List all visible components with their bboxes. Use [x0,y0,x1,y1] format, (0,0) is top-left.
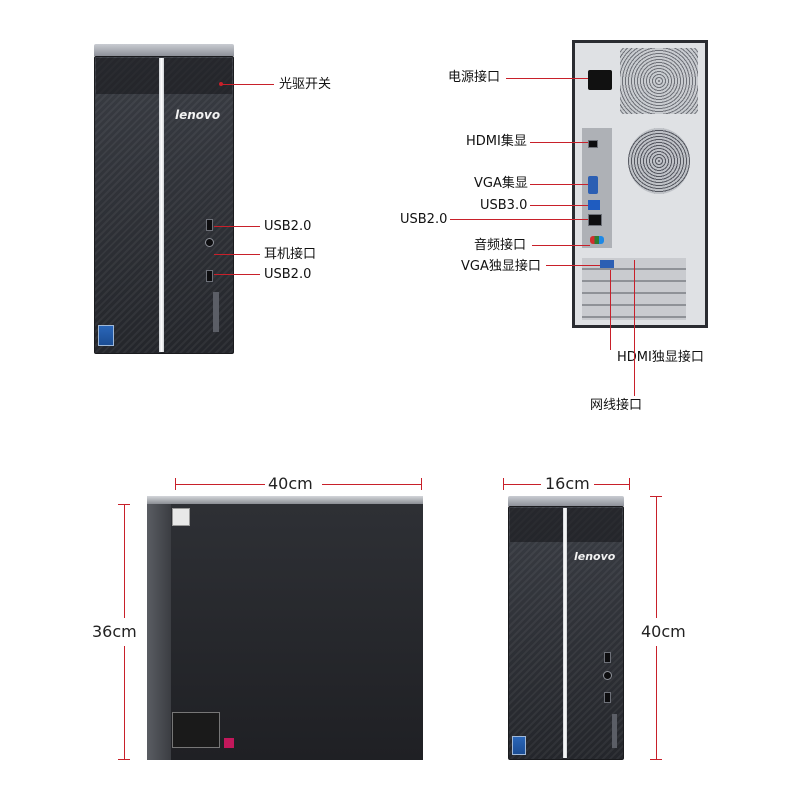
optical-switch-dot [219,82,223,86]
side-height-tick-top [118,504,130,505]
front-model-badge [213,292,219,332]
headphone-leader [214,254,260,255]
audio-port-label: 音频接口 [474,238,527,253]
usb-top-label: USB2.0 [264,219,312,234]
front2-height-label: 40cm [641,622,686,641]
power-port-label: 电源接口 [448,70,501,85]
case-fan-grille [628,128,690,194]
audio-port-leader [532,245,590,246]
front2-width-line-left [503,484,541,485]
power-port-leader [506,78,588,79]
usb-bottom-leader [214,274,260,275]
side-height-tick-bottom [118,759,130,760]
front2-usb-bottom [604,692,611,703]
hdmi-integrated-label: HDMI集显 [466,134,527,149]
headphone-port-label: 耳机接口 [264,247,317,262]
psu-fan-grille [620,48,698,114]
side-front-edge [147,504,171,760]
optical-drive-bezel [96,58,232,94]
rear-vga-port [588,176,598,194]
network-port-leader [634,260,635,396]
side-width-line-left [175,484,265,485]
front-chrome-stripe [159,58,164,352]
front2-height-tick-bottom [650,759,662,760]
side-height-label: 36cm [92,622,137,641]
front2-headphone-jack [603,671,612,680]
rear-usb2-ports [588,214,602,226]
front2-height-line-top [656,496,657,618]
side-width-label: 40cm [268,474,313,493]
front-top-strip [94,44,234,56]
side-width-line-right [322,484,422,485]
side-width-tick-left [175,478,176,490]
front-tower-body [94,56,234,354]
front-usb-port-bottom [206,270,213,282]
usb3-leader [530,205,588,206]
hdmi-discrete-leader [610,270,611,350]
vga-discrete-label: VGA独显接口 [461,259,541,274]
vga-integrated-leader [530,184,588,185]
side-info-label [172,712,220,748]
front2-width-label: 16cm [545,474,590,493]
side-rating-sticker [172,508,190,526]
vga-integrated-label: VGA集显 [474,176,528,191]
front2-brand-logo: lenovo [574,550,616,563]
hdmi-discrete-label: HDMI独显接口 [617,350,704,365]
front2-top-strip [508,496,624,506]
usb-top-leader [214,226,260,227]
side-windows-sticker [224,738,234,748]
optical-switch-leader [222,84,274,85]
usb2-rear-leader [450,219,588,220]
front2-usb-top [604,652,611,663]
front2-chrome-stripe [563,508,567,758]
usb3-label: USB3.0 [480,198,528,213]
network-port-label: 网线接口 [590,398,643,413]
rear-hdmi-port [588,140,598,148]
side-height-line-top [124,504,125,618]
vga-discrete-leader [546,265,600,266]
rear-audio-jacks [590,236,604,244]
front-brand-logo: lenovo [175,108,221,122]
side-width-tick-right [421,478,422,490]
power-socket [588,70,612,90]
optical-drive-switch-label: 光驱开关 [279,77,332,92]
hdmi-integrated-leader [530,142,588,143]
intel-sticker [98,325,114,346]
side-height-line-bottom [124,646,125,760]
usb2-rear-label: USB2.0 [400,212,448,227]
front2-intel-sticker [512,736,526,755]
front2-height-line-bottom [656,646,657,760]
front2-width-line-right [594,484,630,485]
side-top-bevel [147,496,423,504]
headphone-jack [205,238,214,247]
front-usb-port-top [206,219,213,231]
rear-usb3-ports [588,200,600,210]
front2-model-badge [612,714,617,748]
rear-vga-discrete-port [600,260,614,268]
front2-width-tick-right [629,478,630,490]
usb-bottom-label: USB2.0 [264,267,312,282]
